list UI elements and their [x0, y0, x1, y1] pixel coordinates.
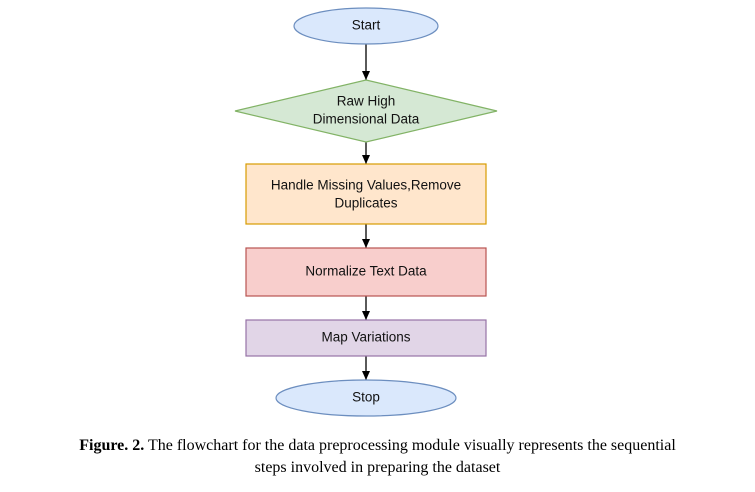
input-label-line2: Dimensional Data [313, 112, 420, 127]
stop-node: Stop [275, 379, 457, 417]
stop-label: Stop [352, 390, 380, 405]
figure-label: Figure. 2. [79, 437, 145, 454]
step3-label: Map Variations [321, 330, 410, 345]
step2-shape [245, 247, 487, 297]
input-diamond-shape [234, 79, 498, 143]
start-shape [293, 7, 439, 45]
caption-text-line-2: steps involved in preparing the dataset [254, 459, 501, 476]
step1-node: Handle Missing Values,Remove Duplicates [245, 163, 487, 225]
step1-label-line1: Handle Missing Values,Remove [271, 178, 461, 193]
start-node: Start [293, 7, 439, 45]
flowchart-diagram: Start Raw High Dimensional Data Handle M… [234, 7, 498, 417]
input-node: Raw High Dimensional Data [234, 79, 498, 143]
start-label: Start [352, 18, 381, 33]
caption-line-1: Figure. 2. The flowchart for the data pr… [0, 435, 755, 457]
caption-text-line-1: The flowchart for the data preprocessing… [144, 437, 676, 454]
step3-node: Map Variations [245, 319, 487, 357]
input-label-line1: Raw High [337, 94, 396, 109]
step2-node: Normalize Text Data [245, 247, 487, 297]
stop-shape [275, 379, 457, 417]
caption-line-2: steps involved in preparing the dataset [0, 457, 755, 479]
step1-shape [245, 163, 487, 225]
step2-label: Normalize Text Data [305, 264, 427, 279]
step3-shape [245, 319, 487, 357]
figure-caption: Figure. 2. The flowchart for the data pr… [0, 435, 755, 479]
step1-label-line2: Duplicates [334, 196, 397, 211]
